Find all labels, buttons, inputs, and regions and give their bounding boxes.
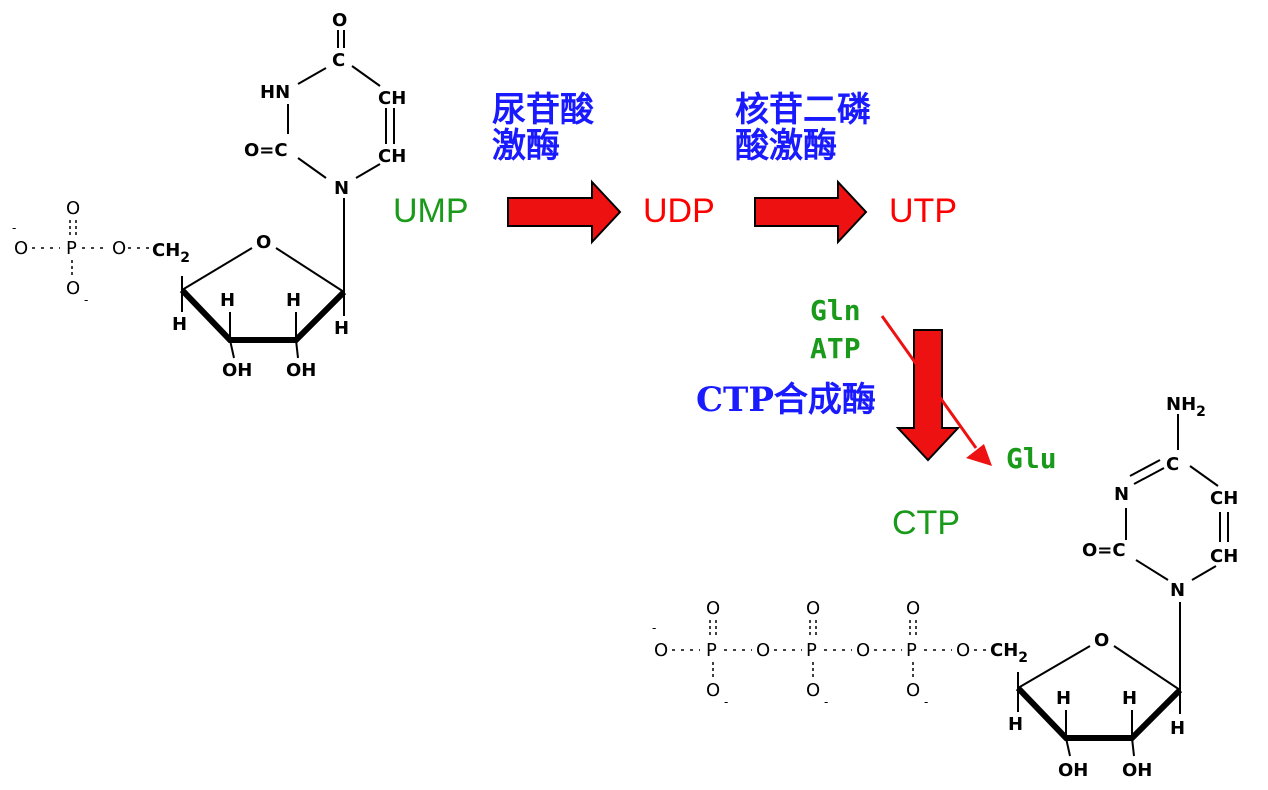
atom-o-minus: O xyxy=(706,680,720,701)
charge-sign: - xyxy=(924,695,928,709)
enzyme-label-line: 激酶 xyxy=(492,126,560,166)
atom-o-terminal: O xyxy=(654,640,668,661)
atom-p-gamma: P xyxy=(706,640,717,661)
atom-c4: C xyxy=(1166,454,1179,475)
reaction-arrow-udp-utp xyxy=(754,179,868,245)
ribose-bold-edge xyxy=(179,287,347,343)
metabolite-udp: UDP xyxy=(643,192,715,230)
charge-sign: - xyxy=(84,293,88,307)
atom-ch5: CH xyxy=(1210,488,1238,509)
enzyme-label-uridylate-kinase: 尿苷酸 激酶 xyxy=(492,92,594,164)
atom-o-double: O xyxy=(706,598,720,619)
bond xyxy=(1017,645,1091,689)
atom-o-minus: O xyxy=(906,680,920,701)
enzyme-label-line: 尿苷酸 xyxy=(492,90,594,130)
atom-oh1: OH xyxy=(222,360,252,381)
triphosphate-group: O - P O O - O P O O - xyxy=(652,598,988,709)
atom-h4: H xyxy=(1170,718,1185,739)
bond xyxy=(1065,737,1071,757)
bond xyxy=(1129,459,1161,477)
product-glu: Glu xyxy=(1006,442,1057,475)
atom-h3: H xyxy=(286,290,301,311)
metabolite-utp: UTP xyxy=(889,192,957,230)
atom-o2: O=C xyxy=(1082,540,1126,561)
cosubstrate-gln: Gln xyxy=(810,294,861,327)
atom-p: P xyxy=(66,238,77,259)
atom-o-minus: O xyxy=(806,680,820,701)
charge-sign: - xyxy=(652,621,656,635)
atom-o-ester: O xyxy=(112,238,126,259)
ctp-structure: NH2 C N CH O=C CH N xyxy=(652,394,1238,781)
enzyme-label-ndp-kinase: 核苷二磷 酸激酶 xyxy=(735,92,871,164)
atom-o-bridge: O xyxy=(756,640,770,661)
bond xyxy=(295,339,299,359)
atom-oh2: OH xyxy=(1122,760,1152,781)
charge-sign: - xyxy=(12,221,16,235)
enzyme-label-ctp-synthase: CTP合成酶 xyxy=(696,380,876,420)
metabolite-ctp: CTP xyxy=(892,504,960,542)
atom-hn: HN xyxy=(260,82,290,103)
gln-to-glu-arrow-head xyxy=(966,444,992,466)
enzyme-label-line: 酸激酶 xyxy=(735,126,837,166)
atom-o-minus: O xyxy=(14,238,28,259)
atom-h4: H xyxy=(334,318,349,339)
bond xyxy=(275,247,345,293)
bond xyxy=(1189,465,1219,487)
bond xyxy=(355,163,381,179)
atom-o-bottom: O xyxy=(66,278,80,299)
bond xyxy=(229,339,235,359)
bond xyxy=(1113,645,1181,691)
atom-o-top: O xyxy=(332,10,347,31)
atom-ring-o: O xyxy=(256,232,271,253)
atom-o-bridge: O xyxy=(856,640,870,661)
atom-o2: O=C xyxy=(244,140,288,161)
atom-p-alpha: P xyxy=(906,640,917,661)
bond xyxy=(1131,737,1135,757)
atom-n3: N xyxy=(1114,484,1129,505)
bond xyxy=(1135,559,1169,581)
atom-c4: C xyxy=(332,50,345,71)
atom-ch6: CH xyxy=(1210,546,1238,567)
atom-h1: H xyxy=(1008,714,1023,735)
atom-h3: H xyxy=(1122,688,1137,709)
reaction-arrow-utp-ctp xyxy=(895,329,961,462)
ump-structure: O C HN CH CH O=C N O H H H H OH OH CH2 xyxy=(12,10,406,381)
atom-o-double: O xyxy=(66,198,80,219)
atom-oh2: OH xyxy=(286,360,316,381)
bond xyxy=(181,247,253,291)
atom-o-double: O xyxy=(906,598,920,619)
phosphate-group: O P O O O - - xyxy=(12,198,150,307)
atom-o-double: O xyxy=(806,598,820,619)
atom-ring-o: O xyxy=(1094,630,1109,651)
cosubstrate-atp: ATP xyxy=(810,332,861,365)
bond xyxy=(351,65,381,87)
atom-n1: N xyxy=(1170,580,1185,601)
atom-ch2: CH2 xyxy=(152,240,190,266)
atom-o-ester: O xyxy=(956,640,970,661)
metabolite-ump: UMP xyxy=(393,192,469,230)
reaction-arrow-ump-udp xyxy=(507,179,622,245)
bond xyxy=(297,67,327,85)
atom-h2: H xyxy=(1056,688,1071,709)
atom-h2: H xyxy=(220,290,235,311)
atom-ch2: CH2 xyxy=(990,640,1028,666)
bond xyxy=(297,157,327,179)
enzyme-label-line: 核苷二磷 xyxy=(735,90,871,130)
atom-ch6: CH xyxy=(378,146,406,167)
atom-ch5: CH xyxy=(378,88,406,109)
ribose-bold-edge xyxy=(1015,685,1183,741)
atom-nh2: NH2 xyxy=(1166,394,1206,420)
atom-h1: H xyxy=(172,314,187,335)
bond xyxy=(1133,467,1165,485)
gln-to-glu-arrow-line xyxy=(880,315,978,449)
atom-n1: N xyxy=(334,178,349,199)
bond xyxy=(1191,565,1217,581)
charge-sign: - xyxy=(824,695,828,709)
atom-oh1: OH xyxy=(1058,760,1088,781)
atom-p-beta: P xyxy=(806,640,817,661)
charge-sign: - xyxy=(724,695,728,709)
